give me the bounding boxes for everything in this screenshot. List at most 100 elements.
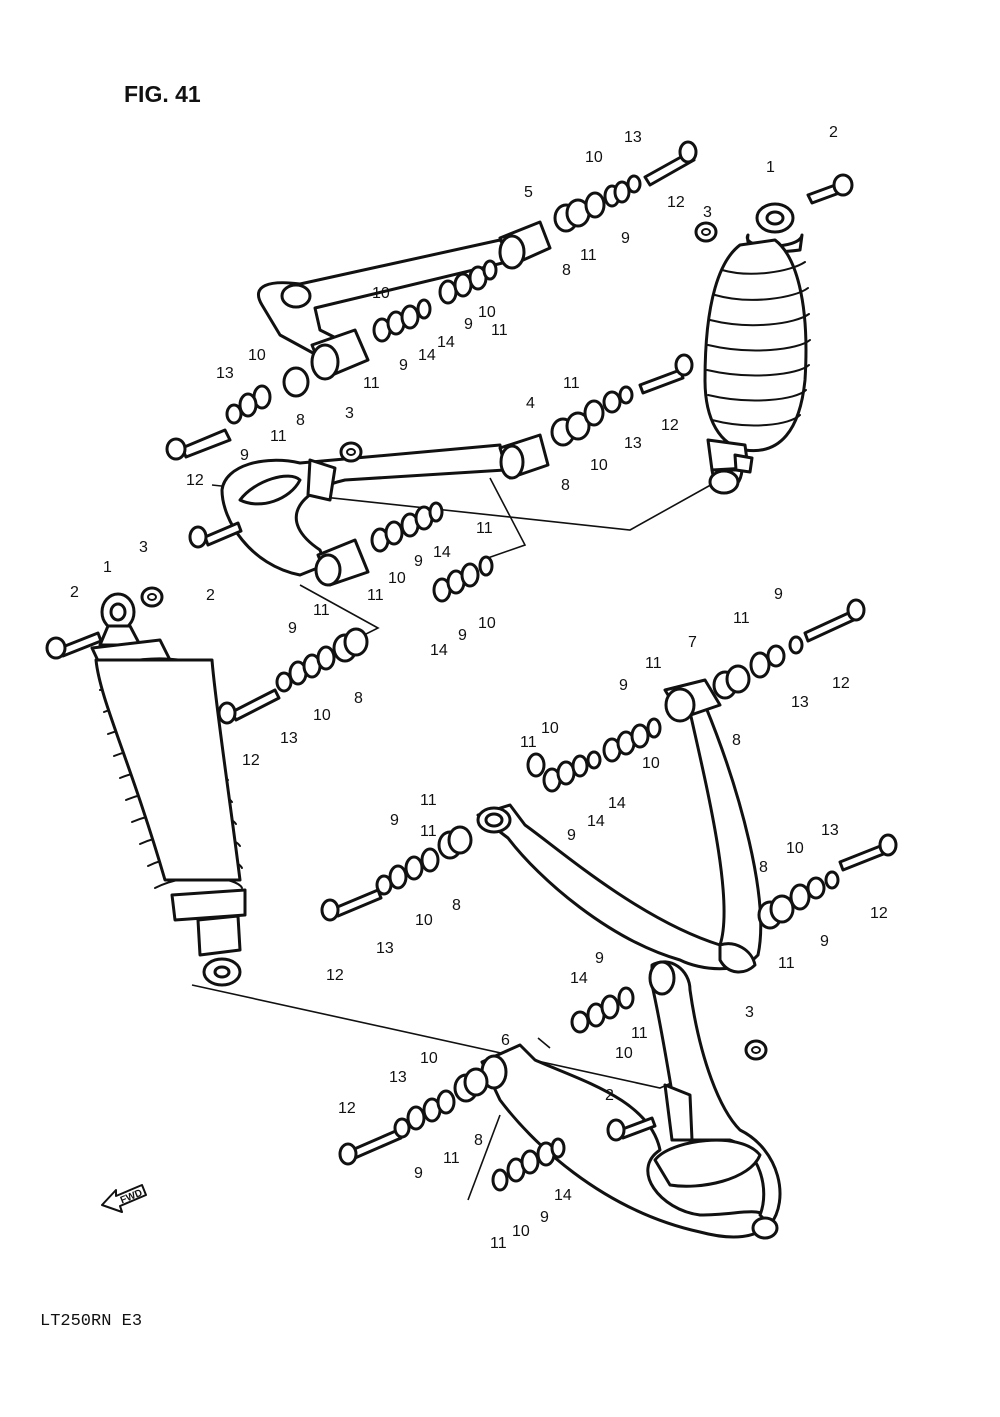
callout-label: 10 (388, 570, 406, 587)
callout-label: 13 (791, 694, 809, 711)
callout-label: 11 (520, 734, 537, 751)
callout-label: 11 (490, 1235, 507, 1252)
callout-label: 12 (242, 752, 260, 769)
callout-label: 11 (420, 823, 437, 840)
callout-label: 10 (615, 1045, 633, 1062)
callout-label: 10 (420, 1050, 438, 1067)
callout-label: 12 (326, 967, 344, 984)
callout-label: 14 (608, 795, 626, 812)
callout-label: 9 (820, 933, 829, 950)
callout-label: 9 (540, 1209, 549, 1226)
callout-label: 11 (443, 1150, 460, 1167)
callout-label: 13 (216, 365, 234, 382)
callout-label: 6 (501, 1032, 510, 1049)
callout-label: 13 (821, 822, 839, 839)
callout-label: 7 (688, 634, 697, 651)
callout-label: 2 (70, 584, 79, 601)
model-code: LT250RN E3 (40, 1312, 142, 1331)
callout-label: 8 (452, 897, 461, 914)
callout-label: 11 (491, 322, 508, 339)
callout-label: 8 (562, 262, 571, 279)
callout-label: 11 (733, 610, 750, 627)
callout-label: 14 (570, 970, 588, 987)
callout-label: 13 (624, 435, 642, 452)
callout-label: 10 (590, 457, 608, 474)
callout-label: 11 (363, 375, 380, 392)
lower-arm-7 (476, 678, 763, 974)
callout-label: 4 (526, 395, 535, 412)
callout-label: 5 (524, 184, 533, 201)
callout-label: 8 (296, 412, 305, 429)
nut-hardware (140, 221, 768, 1061)
callout-label: 10 (786, 840, 804, 857)
callout-label: 8 (474, 1132, 483, 1149)
callout-label: 12 (832, 675, 850, 692)
callout-label: 10 (642, 755, 660, 772)
callout-label: 10 (541, 720, 559, 737)
upper-arm-5 (257, 220, 552, 381)
callout-label: 10 (372, 285, 390, 302)
callout-label: 13 (376, 940, 394, 957)
callout-label: 10 (585, 149, 603, 166)
callout-label: 14 (554, 1187, 572, 1204)
lower-arm-6 (480, 960, 782, 1240)
callout-label: 1 (766, 159, 775, 176)
callout-label: 11 (631, 1025, 648, 1042)
callout-label: 11 (270, 428, 287, 445)
callout-label: 12 (661, 417, 679, 434)
figure-title: FIG. 41 (124, 81, 201, 107)
shock-absorber-rear (703, 202, 811, 495)
callout-label: 9 (595, 950, 604, 967)
callout-label: 11 (367, 587, 384, 604)
callout-label: 11 (645, 655, 662, 672)
callout-label: 3 (703, 204, 712, 221)
callout-label: 10 (478, 304, 496, 321)
bushing-stack (225, 174, 840, 1192)
callout-label: 9 (774, 586, 783, 603)
callout-label: 9 (464, 316, 473, 333)
callout-label: 2 (605, 1087, 614, 1104)
callout-label: 3 (345, 405, 354, 422)
callout-label: 11 (778, 955, 795, 972)
callout-label: 11 (580, 247, 597, 264)
upper-arm-4 (220, 433, 550, 587)
callout-label: 11 (563, 375, 580, 392)
callout-label: 10 (313, 707, 331, 724)
callout-label: 8 (759, 859, 768, 876)
callout-label: 9 (621, 230, 630, 247)
callout-label: 9 (399, 357, 408, 374)
callout-label: 10 (248, 347, 266, 364)
callout-label: 14 (430, 642, 448, 659)
callout-label: 9 (288, 620, 297, 637)
callout-label: 14 (418, 347, 436, 364)
callout-label: 9 (619, 677, 628, 694)
bolt-hardware (45, 140, 898, 1166)
callout-label: 12 (667, 194, 685, 211)
callout-label: 8 (561, 477, 570, 494)
callout-label: 8 (732, 732, 741, 749)
callout-label: 9 (567, 827, 576, 844)
callout-label: 10 (512, 1223, 530, 1240)
callout-label: 2 (829, 124, 838, 141)
fwd-label: FWD (119, 1188, 144, 1207)
callout-labels: 13 10 2 1 5 12 3 11 9 8 10 9 14 14 10 11… (70, 124, 888, 1252)
callout-label: 9 (414, 1165, 423, 1182)
callout-label: 14 (587, 813, 605, 830)
callout-label: 9 (414, 553, 423, 570)
callout-label: 14 (433, 544, 451, 561)
callout-label: 8 (354, 690, 363, 707)
callout-label: 11 (420, 792, 437, 809)
callout-label: 13 (624, 129, 642, 146)
fwd-arrow-icon: FWD (101, 1184, 147, 1213)
callout-label: 12 (870, 905, 888, 922)
callout-label: 12 (338, 1100, 356, 1117)
callout-label: 13 (280, 730, 298, 747)
callout-label: 9 (390, 812, 399, 829)
callout-label: 1 (103, 559, 112, 576)
callout-label: 9 (458, 627, 467, 644)
callout-label: 2 (206, 587, 215, 604)
callout-label: 9 (240, 447, 249, 464)
callout-label: 10 (415, 912, 433, 929)
callout-label: 12 (186, 472, 204, 489)
